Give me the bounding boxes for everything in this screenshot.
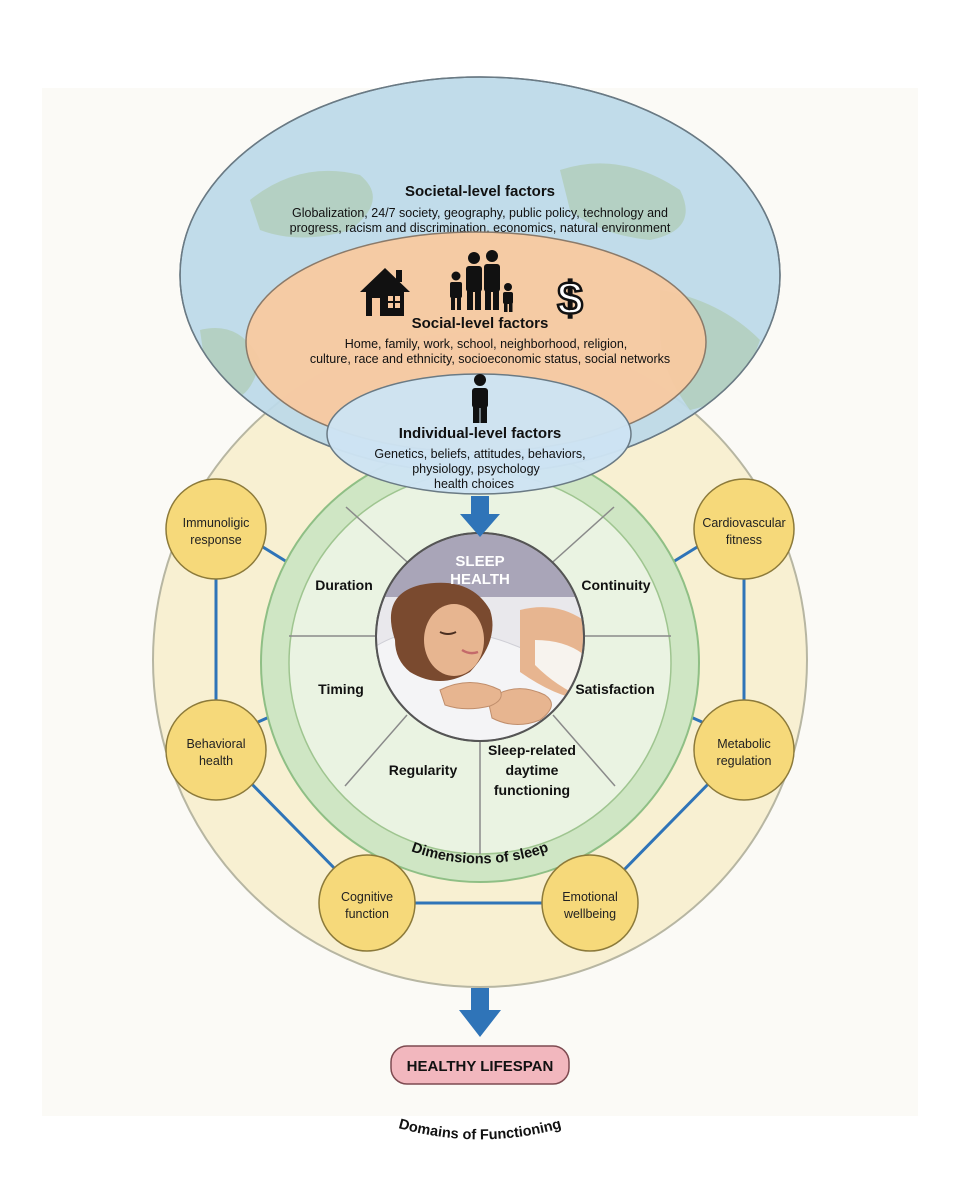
- svg-text:health: health: [199, 754, 233, 768]
- social-title: Social-level factors: [412, 315, 549, 332]
- societal-line-1: Globalization, 24/7 society, geography, …: [292, 206, 668, 220]
- dimension-continuity: Continuity: [581, 577, 650, 593]
- svg-text:function: function: [345, 907, 389, 921]
- dimension-satisfaction: Satisfaction: [575, 681, 654, 697]
- societal-title: Societal-level factors: [405, 183, 555, 200]
- domain-node-behavioral: Behavioral health: [165, 699, 267, 801]
- individual-level-ellipse: Individual-level factors Genetics, belie…: [326, 373, 632, 495]
- individual-title: Individual-level factors: [399, 425, 562, 442]
- svg-text:daytime: daytime: [506, 762, 559, 778]
- svg-text:Immunoligic: Immunoligic: [183, 516, 250, 530]
- svg-text:Cardiovascular: Cardiovascular: [702, 516, 785, 530]
- individual-line-2: physiology, psychology: [412, 462, 540, 476]
- societal-line-2: progress, racism and discrimination, eco…: [290, 221, 671, 235]
- svg-text:regulation: regulation: [717, 754, 772, 768]
- individual-line-1: Genetics, beliefs, attitudes, behaviors,: [374, 447, 585, 461]
- arrow-to-sleep-health: [460, 496, 500, 537]
- family-icon: [450, 250, 513, 312]
- dimension-daytime-functioning: Sleep-related daytime functioning: [488, 742, 576, 798]
- healthy-lifespan-box: HEALTHY LIFESPAN: [390, 1045, 570, 1085]
- sleep-health-title-line1: SLEEP: [455, 553, 504, 570]
- svg-text:Metabolic: Metabolic: [717, 737, 771, 751]
- svg-text:fitness: fitness: [726, 533, 762, 547]
- sleep-health-center: SLEEP HEALTH: [375, 532, 585, 742]
- domain-node-emotional: Emotional wellbeing: [541, 854, 639, 952]
- svg-text:Emotional: Emotional: [562, 890, 618, 904]
- dimension-regularity: Regularity: [389, 762, 458, 778]
- svg-text:Sleep-related: Sleep-related: [488, 742, 576, 758]
- svg-text:functioning: functioning: [494, 782, 570, 798]
- domain-node-cardiovascular: Cardiovascular fitness: [693, 478, 795, 580]
- domain-node-metabolic: Metabolic regulation: [693, 699, 795, 801]
- svg-text:response: response: [190, 533, 241, 547]
- social-line-1: Home, family, work, school, neighborhood…: [345, 337, 628, 351]
- individual-line-3: health choices: [434, 477, 514, 491]
- domain-node-cognitive: Cognitive function: [318, 854, 416, 952]
- svg-text:wellbeing: wellbeing: [563, 907, 616, 921]
- dimension-duration: Duration: [315, 577, 373, 593]
- arrow-to-healthy-lifespan: [459, 988, 501, 1037]
- svg-text:Cognitive: Cognitive: [341, 890, 393, 904]
- dollar-icon: $: [557, 272, 583, 324]
- house-icon: [360, 268, 410, 316]
- domain-node-immunologic: Immunoligic response: [165, 478, 267, 580]
- svg-text:Behavioral: Behavioral: [186, 737, 245, 751]
- domains-of-functioning-label: Domains of Functioning: [397, 1116, 563, 1143]
- person-icon: [472, 374, 488, 423]
- dimension-dividers: [289, 506, 671, 854]
- sleep-health-title-line2: HEALTH: [450, 571, 510, 588]
- dimension-timing: Timing: [318, 681, 364, 697]
- social-line-2: culture, race and ethnicity, socioeconom…: [310, 352, 670, 366]
- healthy-lifespan-label: HEALTHY LIFESPAN: [407, 1058, 554, 1075]
